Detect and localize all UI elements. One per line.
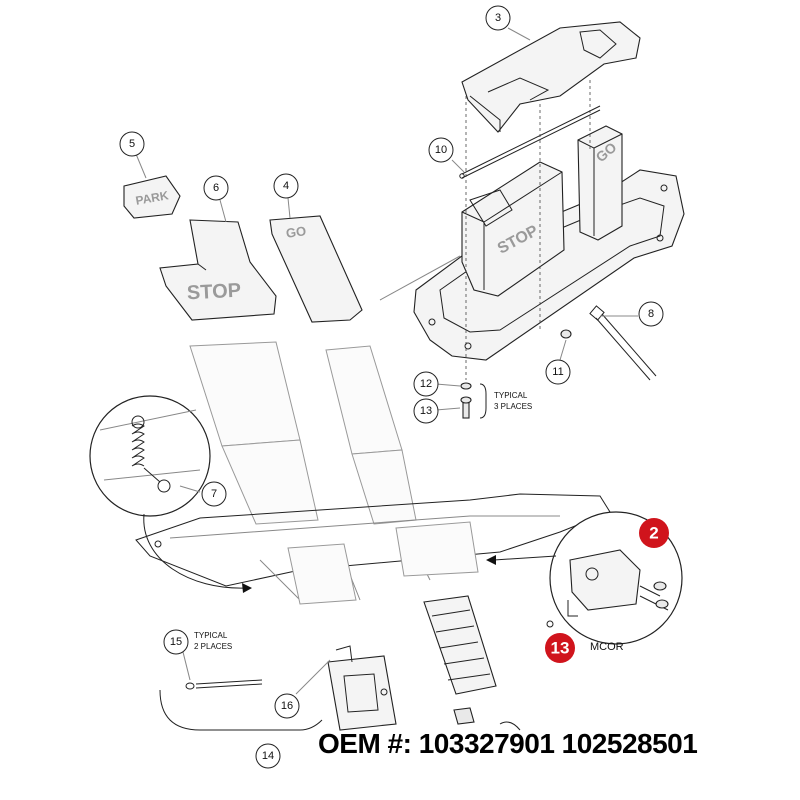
part-7-detail-view	[89, 395, 211, 517]
part-13-screw	[460, 396, 472, 419]
part-11-nut	[560, 329, 572, 339]
stop-cover-label: STOP	[186, 280, 241, 305]
note-typical-3-line1: TYPICAL	[494, 391, 528, 400]
svg-text:7: 7	[211, 488, 217, 500]
svg-text:16: 16	[281, 700, 293, 712]
callout-7: 7	[201, 481, 227, 507]
detail-arrow-head	[242, 583, 252, 593]
part-3-cover-plate	[461, 21, 641, 133]
svg-text:10: 10	[435, 144, 447, 156]
callout-13: 13	[413, 398, 439, 424]
spring-bellows	[423, 595, 521, 731]
spring-icon	[131, 415, 171, 493]
svg-text:8: 8	[648, 308, 654, 320]
note-typical-3-line2: 3 PLACES	[494, 402, 532, 411]
detail-arrow	[143, 513, 247, 589]
stop-pedal: STOP	[461, 161, 565, 297]
go-pedal: GO	[577, 125, 623, 241]
part-5-park-cap: PARK	[123, 175, 181, 219]
callout-5: 5	[119, 131, 145, 157]
note-typical-2-line2: 2 PLACES	[194, 642, 232, 651]
callout-16: 16	[274, 693, 300, 719]
mcor-arrow	[493, 555, 557, 561]
base-assembly-ghost	[135, 341, 611, 605]
svg-text:12: 12	[420, 378, 432, 390]
svg-text:2: 2	[649, 524, 658, 543]
go-cover-label: GO	[285, 223, 307, 241]
callout-12: 12	[413, 371, 439, 397]
callout-8: 8	[638, 301, 664, 327]
mcor-label: MCOR	[590, 641, 624, 653]
svg-text:3: 3	[495, 12, 501, 24]
part-16-switch	[327, 645, 397, 731]
svg-text:15: 15	[170, 636, 182, 648]
svg-text:13: 13	[420, 405, 432, 417]
callout-4: 4	[273, 173, 299, 199]
part-6-stop-cover: STOP	[159, 219, 277, 321]
note-typical-2-line1: TYPICAL	[194, 631, 228, 640]
part-4-go-cover: GO	[269, 215, 363, 323]
park-label: PARK	[134, 188, 169, 208]
svg-text:14: 14	[262, 750, 274, 762]
bracket-lines	[159, 255, 487, 731]
oem-number: OEM #: 103327901 102528501	[318, 728, 698, 759]
callout-14: 14	[255, 743, 281, 769]
callout-6: 6	[203, 175, 229, 201]
svg-text:6: 6	[213, 182, 219, 194]
svg-text:11: 11	[552, 366, 563, 378]
callout-10: 10	[428, 137, 454, 163]
part-10-rod	[459, 105, 601, 179]
svg-text:5: 5	[129, 138, 135, 150]
svg-text:13: 13	[551, 639, 570, 658]
callout-15: 15	[163, 629, 189, 655]
alignment-lines	[465, 80, 591, 380]
part-12-washer	[460, 382, 472, 390]
callout-11: 11	[545, 359, 571, 385]
callout-3: 3	[485, 5, 511, 31]
svg-text:4: 4	[283, 180, 289, 192]
mcor-arrow-head	[486, 555, 496, 565]
highlight-callout-13: 13	[545, 633, 575, 663]
highlight-callout-2: 2	[639, 518, 669, 548]
part-15-pin	[185, 679, 263, 690]
